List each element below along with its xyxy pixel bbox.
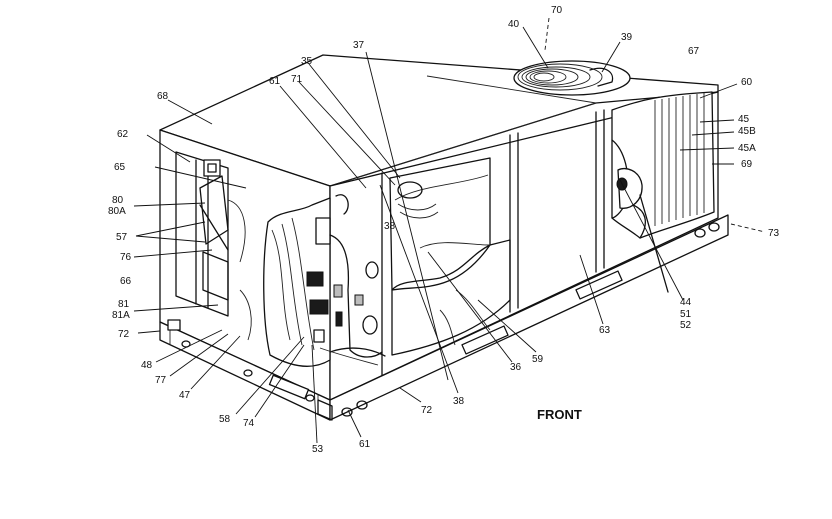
label-77: 77: [155, 375, 167, 386]
label-59: 59: [532, 354, 544, 365]
label-51: 51: [680, 309, 692, 320]
label-80: 80: [112, 195, 124, 206]
label-68: 68: [157, 91, 169, 102]
label-35: 35: [301, 56, 313, 67]
label-69: 69: [741, 159, 753, 170]
label-80A: 80A: [108, 206, 126, 217]
label-81: 81: [118, 299, 130, 310]
relay-block: [306, 271, 324, 287]
transformer: [315, 217, 331, 245]
label-61-top: 61: [269, 76, 281, 87]
label-63: 63: [599, 325, 611, 336]
label-48: 48: [141, 360, 153, 371]
label-70: 70: [551, 5, 563, 16]
label-71: 71: [291, 74, 303, 85]
condenser-section: [611, 91, 715, 293]
label-37: 37: [353, 40, 365, 51]
capacitor-top: [365, 261, 379, 279]
label-45: 45: [738, 114, 750, 125]
label-40: 40: [508, 19, 520, 30]
label-62: 62: [117, 129, 129, 140]
label-58: 58: [219, 414, 231, 425]
label-39: 39: [621, 32, 633, 43]
label-76: 76: [120, 252, 132, 263]
label-38-upper: 38: [384, 221, 396, 232]
label-44: 44: [680, 297, 692, 308]
label-53: 53: [312, 444, 324, 455]
blower-motor: [397, 181, 423, 199]
label-45B: 45B: [738, 126, 756, 137]
label-65: 65: [114, 162, 126, 173]
label-60: 60: [741, 77, 753, 88]
label-72-bottom: 72: [421, 405, 433, 416]
label-36: 36: [510, 362, 522, 373]
capacitor-bottom: [362, 315, 378, 335]
label-47: 47: [179, 390, 191, 401]
label-67: 67: [688, 46, 700, 57]
label-74: 74: [243, 418, 255, 429]
label-45A: 45A: [738, 143, 756, 154]
blower-section-cutaway: [319, 157, 511, 366]
label-52: 52: [680, 320, 692, 331]
control-box-cutaway: [263, 194, 383, 367]
label-72-left: 72: [118, 329, 130, 340]
fork-slot-right: [575, 270, 623, 300]
contactor: [309, 299, 329, 315]
label-38-bottom: 38: [453, 396, 465, 407]
condenser-coil-fins: [654, 93, 705, 226]
label-61-bottom: 61: [359, 439, 371, 450]
fork-slot-center: [461, 325, 509, 355]
heat-section-cutaway: [167, 151, 315, 402]
label-73: 73: [768, 228, 780, 239]
leader-lines: [133, 17, 766, 444]
condenser-fan: [513, 60, 631, 96]
label-57: 57: [116, 232, 128, 243]
callout-labels: 70 40 39 67 37 35 71 61 68 60 45 45B 45A…: [108, 5, 780, 455]
label-66: 66: [120, 276, 132, 287]
label-81A: 81A: [112, 310, 130, 321]
front-label: FRONT: [537, 407, 582, 422]
